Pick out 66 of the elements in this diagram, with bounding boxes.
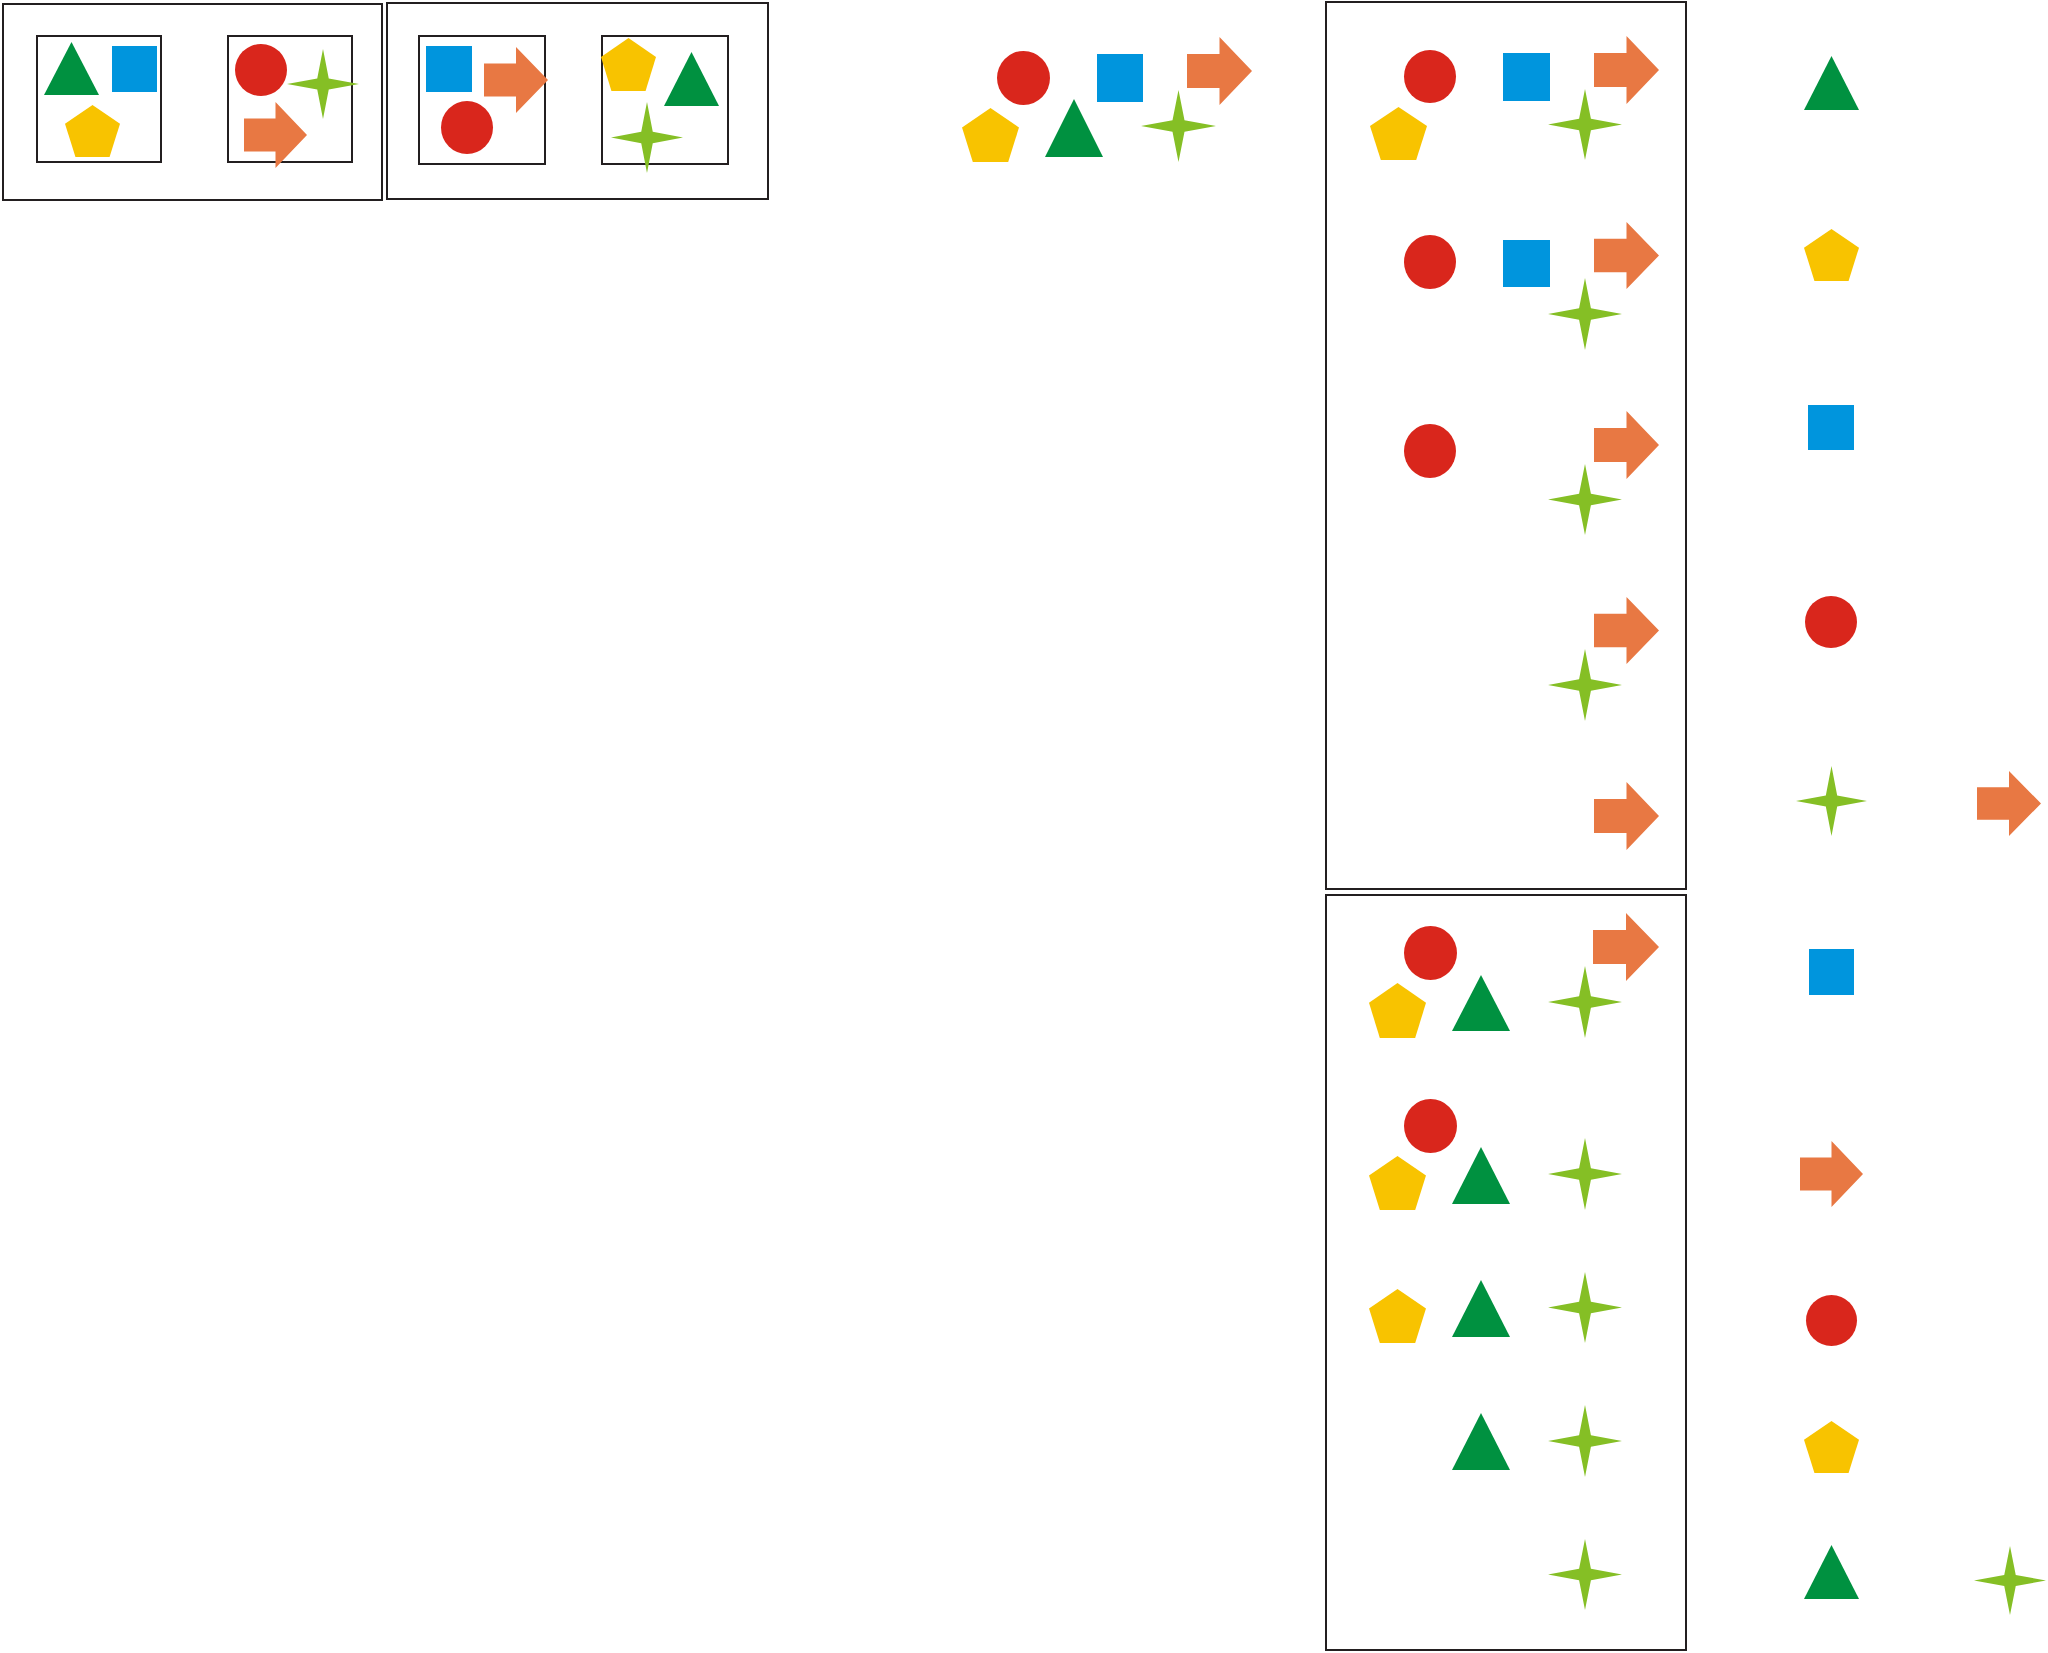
circle-icon	[1404, 1099, 1457, 1153]
star-icon	[1548, 649, 1622, 721]
triangle-icon	[1452, 1280, 1510, 1337]
star-icon	[1548, 1272, 1622, 1343]
arrow-icon	[244, 102, 307, 168]
triangle-icon	[1045, 99, 1103, 157]
pentagon-icon	[962, 108, 1019, 162]
pentagon-icon	[1369, 1156, 1426, 1210]
pentagon-icon	[1370, 107, 1427, 160]
triangle-icon	[44, 42, 99, 95]
pentagon-icon	[1369, 1289, 1426, 1343]
pentagon-icon	[1804, 1421, 1859, 1473]
arrow-icon	[1594, 222, 1659, 289]
star-icon	[611, 102, 683, 173]
triangle-icon	[1804, 1545, 1859, 1599]
square-icon	[1097, 54, 1143, 102]
arrow-icon	[484, 47, 548, 113]
arrow-icon	[1800, 1141, 1863, 1207]
star-icon	[1974, 1546, 2046, 1615]
pentagon-icon	[1804, 229, 1859, 281]
outer-frame	[386, 2, 769, 200]
arrow-icon	[1594, 597, 1659, 664]
triangle-icon	[1804, 56, 1859, 110]
star-icon	[1548, 966, 1622, 1038]
inner-frame	[36, 35, 162, 163]
star-icon	[1141, 90, 1216, 162]
outer-frame	[2, 3, 383, 201]
arrow-icon	[1594, 36, 1659, 104]
circle-icon	[1404, 235, 1456, 289]
square-icon	[1503, 240, 1550, 287]
star-icon	[1548, 1405, 1622, 1477]
star-icon	[1548, 1138, 1622, 1210]
triangle-icon	[1452, 1147, 1510, 1204]
pentagon-icon	[1369, 983, 1426, 1038]
circle-icon	[441, 101, 493, 154]
square-icon	[1503, 53, 1550, 101]
square-icon	[112, 46, 157, 92]
inner-frame	[418, 35, 546, 165]
square-icon	[1808, 405, 1854, 450]
arrow-icon	[1977, 771, 2041, 836]
outer-frame	[1325, 1, 1687, 890]
square-icon	[426, 46, 472, 92]
square-icon	[1809, 949, 1854, 995]
circle-icon	[1404, 424, 1456, 478]
pentagon-icon	[65, 105, 120, 157]
circle-icon	[1404, 50, 1456, 103]
outer-frame	[1325, 894, 1687, 1651]
circle-icon	[1805, 596, 1857, 648]
arrow-icon	[1187, 37, 1252, 105]
triangle-icon	[1452, 975, 1510, 1031]
star-icon	[1548, 89, 1622, 160]
star-icon	[1548, 464, 1622, 535]
circle-icon	[1404, 926, 1457, 980]
arrow-icon	[1594, 782, 1659, 850]
circle-icon	[235, 44, 287, 96]
arrow-icon	[1593, 913, 1659, 981]
star-icon	[1796, 766, 1867, 836]
star-icon	[1548, 278, 1622, 350]
star-icon	[287, 49, 359, 119]
arrow-icon	[1594, 411, 1659, 479]
triangle-icon	[664, 52, 719, 106]
circle-icon	[1806, 1295, 1857, 1346]
pentagon-icon	[601, 38, 656, 91]
circle-icon	[997, 51, 1050, 105]
triangle-icon	[1452, 1413, 1510, 1470]
star-icon	[1548, 1539, 1622, 1610]
